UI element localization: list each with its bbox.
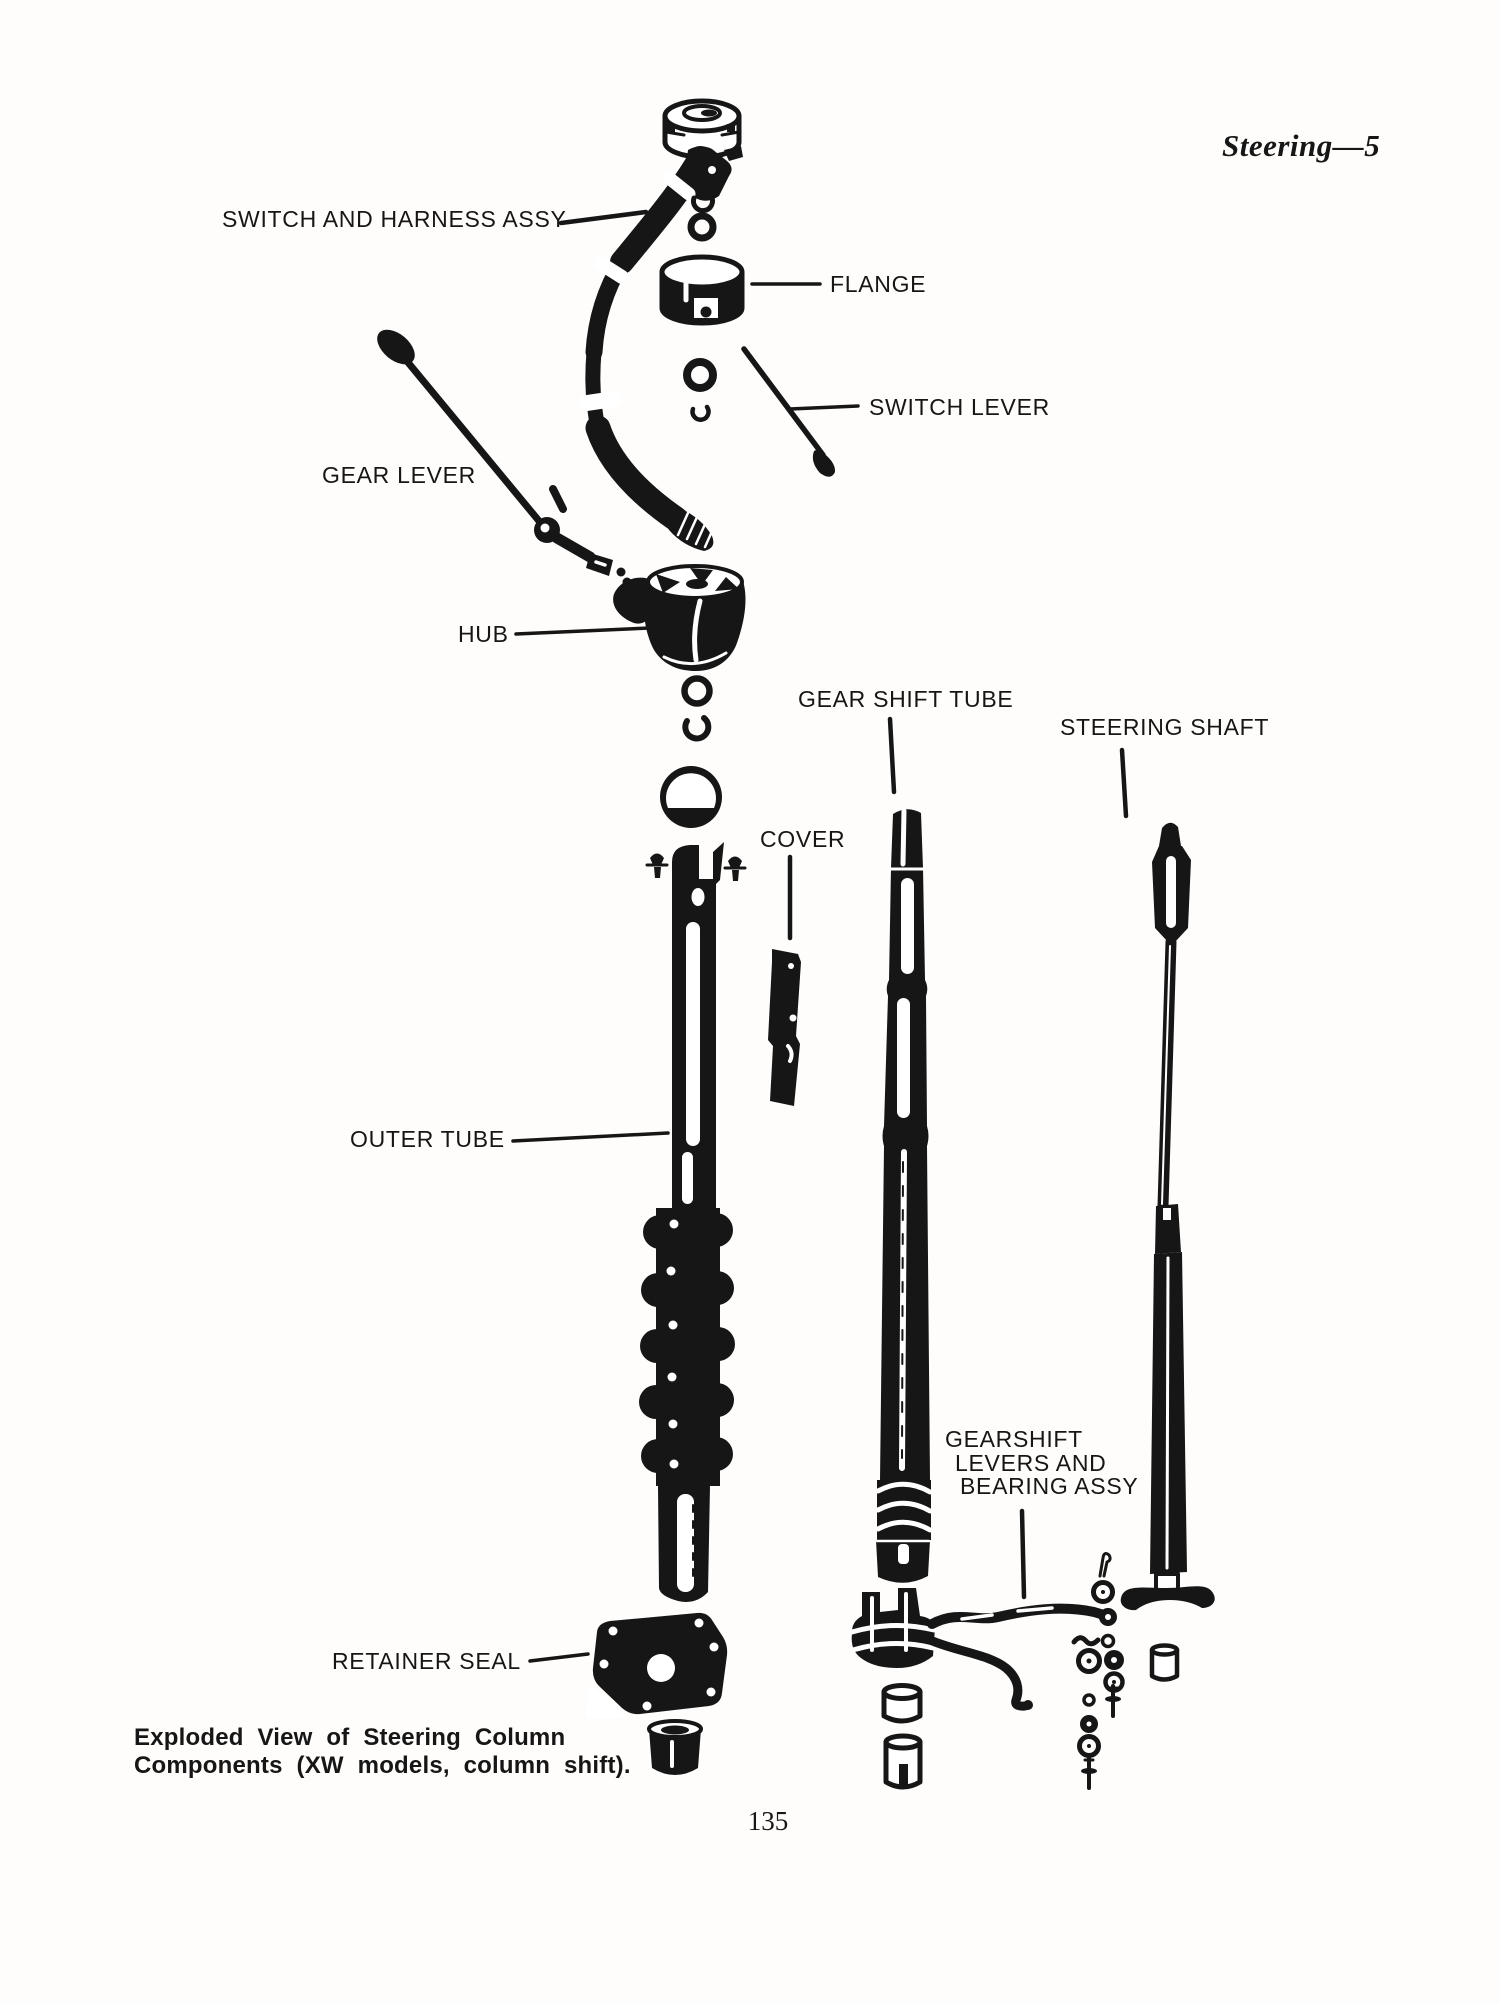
leader-steering-shaft — [1119, 747, 1129, 819]
leader-lines — [511, 209, 1129, 1663]
pin-part — [549, 485, 567, 513]
retainer-seal-part — [586, 1612, 728, 1718]
leader-retainer-seal — [528, 1652, 590, 1663]
label-gear-lever: GEAR LEVER — [322, 462, 476, 488]
label-cover: COVER — [760, 826, 846, 852]
harness-tip-knurling — [676, 511, 715, 549]
leader-switch-lever — [788, 404, 860, 411]
grommet-part — [687, 212, 717, 242]
leader-outer-tube — [511, 1131, 670, 1143]
lower-bearing-cup-part — [647, 1719, 703, 1775]
label-hub: HUB — [458, 621, 509, 647]
outer-tube-part — [639, 842, 735, 1602]
label-gear-shift-tube: GEAR SHIFT TUBE — [798, 686, 1014, 712]
outer-tube-rivets — [666, 1219, 679, 1469]
label-gearshift-levers-bearing-assy: GEARSHIFT LEVERS AND BEARING ASSY — [945, 1426, 1139, 1499]
label-gearshift-line2: LEVERS AND — [955, 1449, 1107, 1476]
mounting-screw-right — [723, 856, 747, 881]
label-switch-harness-assy: SWITCH AND HARNESS ASSY — [222, 206, 567, 232]
page-header: Steering—5 — [1222, 128, 1381, 163]
cover-part — [768, 949, 801, 1106]
hub-o-ring-part — [681, 675, 713, 707]
outer-tube-ribs — [639, 1213, 735, 1473]
hub-snap-ring-part — [682, 715, 712, 742]
spacer-cylinder-part — [1149, 1643, 1180, 1682]
page-number: 135 — [747, 1806, 789, 1836]
label-gearshift-line3: BEARING ASSY — [960, 1473, 1139, 1499]
leader-gearshift-levers — [1019, 1508, 1027, 1600]
upper-bearing-part — [660, 766, 722, 828]
label-flange: FLANGE — [830, 271, 927, 297]
hub-part — [613, 564, 746, 671]
label-retainer-seal: RETAINER SEAL — [332, 1648, 521, 1674]
figure-caption-line2: Components (XW models, column shift). — [134, 1752, 631, 1779]
gearshift-levers-bearing-part — [849, 1588, 1117, 1790]
figure-caption-line1: Exploded View of Steering Column — [134, 1724, 566, 1751]
leader-hub — [514, 626, 652, 636]
label-switch-lever: SWITCH LEVER — [869, 394, 1050, 420]
label-steering-shaft: STEERING SHAFT — [1060, 714, 1270, 740]
switch-harness-assy-part — [579, 146, 715, 551]
figure-caption: Exploded View of Steering Column Compone… — [134, 1724, 631, 1780]
mounting-screw-left — [645, 853, 669, 878]
flange-part — [659, 254, 745, 326]
snap-ring-part — [691, 193, 715, 214]
leader-gear-shift-tube — [887, 716, 897, 795]
steering-shaft-part — [1120, 822, 1215, 1611]
gear-shift-tube-part — [875, 808, 933, 1583]
gear-lever-part — [377, 329, 632, 587]
horn-cap-part — [662, 98, 743, 201]
label-gearshift-line1: GEARSHIFT — [945, 1426, 1083, 1452]
fastener-parts — [1071, 1552, 1125, 1790]
switch-lever-part — [741, 346, 836, 477]
small-snap-ring-part — [690, 404, 711, 422]
leader-switch-harness — [558, 209, 649, 226]
label-outer-tube: OUTER TUBE — [350, 1126, 505, 1152]
o-ring-part — [683, 358, 717, 392]
